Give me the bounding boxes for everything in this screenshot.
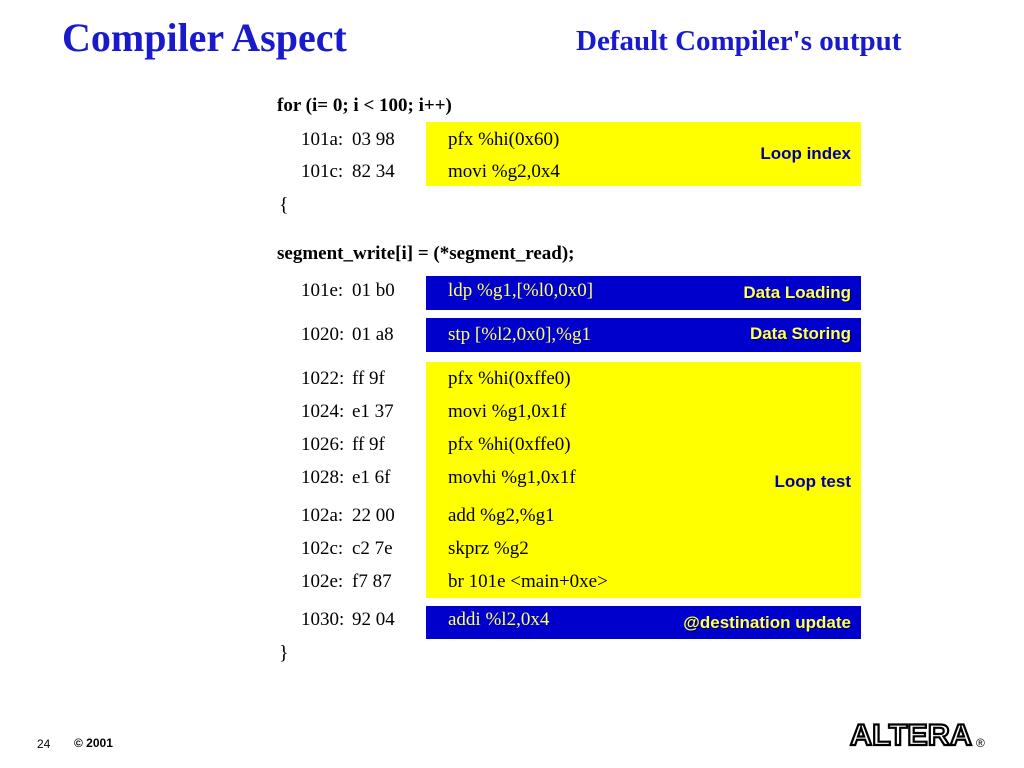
code-row: 101e: 01 b0 ldp %g1,[%l0,0x0] — [0, 278, 1024, 304]
row-instruction: pfx %hi(0xffe0) — [448, 368, 571, 389]
code-row: 1024: e1 37 movi %g1,0x1f — [0, 399, 1024, 425]
row-instruction: pfx %hi(0x60) — [448, 129, 560, 150]
data-loading-label: Data Loading — [743, 283, 851, 302]
destination-update-label: @destination update — [683, 613, 851, 632]
row-instruction: br 101e <main+0xe> — [448, 571, 608, 592]
destination-update-box: @destination update — [426, 606, 861, 639]
row-address: 102a: — [301, 505, 344, 526]
row-address: 1026: — [301, 434, 345, 455]
row-address: 101c: — [301, 161, 344, 182]
row-hex: 01 a8 — [352, 324, 394, 345]
row-instruction: movi %g2,0x4 — [448, 161, 560, 182]
row-address: 1020: — [301, 324, 345, 345]
data-loading-box: Data Loading — [426, 276, 861, 310]
row-address: 1028: — [301, 467, 345, 488]
row-hex: 92 04 — [352, 609, 395, 630]
row-address: 102c: — [301, 538, 344, 559]
code-row: 1020: 01 a8 stp [%l2,0x0],%g1 — [0, 322, 1024, 348]
page-number: 24 — [37, 737, 51, 751]
code-row: 1026: ff 9f pfx %hi(0xffe0) — [0, 432, 1024, 458]
code-row: 102c: c2 7e skprz %g2 — [0, 536, 1024, 562]
row-hex: ff 9f — [352, 368, 385, 389]
code-row: 1030: 92 04 addi %l2,0x4 — [0, 607, 1024, 633]
loop-test-label: Loop test — [774, 472, 852, 491]
open-brace: { — [279, 194, 289, 216]
code-row: 101c: 82 34 movi %g2,0x4 — [0, 159, 1024, 185]
row-hex: 03 98 — [352, 129, 395, 150]
copyright: © 2001 — [74, 736, 113, 750]
row-instruction: movhi %g1,0x1f — [448, 467, 576, 488]
data-storing-label: Data Storing — [749, 324, 851, 343]
loop-test-box: Loop test — [426, 362, 861, 598]
row-hex: c2 7e — [352, 538, 393, 559]
row-address: 101e: — [301, 280, 344, 301]
code-row: 1022: ff 9f pfx %hi(0xffe0) — [0, 366, 1024, 392]
row-instruction: pfx %hi(0xffe0) — [448, 434, 571, 455]
row-address: 1030: — [301, 609, 345, 630]
code-statement: segment_write[i] = (*segment_read); — [277, 243, 575, 264]
row-hex: 22 00 — [352, 505, 395, 526]
code-row: 101a: 03 98 pfx %hi(0x60) — [0, 127, 1024, 153]
row-address: 102e: — [301, 571, 344, 592]
row-instruction: addi %l2,0x4 — [448, 609, 550, 630]
code-for-line: for (i= 0; i < 100; i++) — [277, 95, 452, 116]
row-address: 101a: — [301, 129, 344, 150]
row-instruction: add %g2,%g1 — [448, 505, 555, 526]
row-hex: 82 34 — [352, 161, 395, 182]
row-hex: e1 37 — [352, 401, 394, 422]
row-address: 1024: — [301, 401, 345, 422]
loop-index-label: Loop index — [760, 144, 851, 163]
row-hex: ff 9f — [352, 434, 385, 455]
code-row: 1028: e1 6f movhi %g1,0x1f — [0, 465, 1024, 491]
row-instruction: skprz %g2 — [448, 538, 529, 559]
altera-logo: ALTERA ® — [849, 718, 985, 752]
code-row: 102a: 22 00 add %g2,%g1 — [0, 503, 1024, 529]
row-instruction: stp [%l2,0x0],%g1 — [448, 324, 592, 345]
row-instruction: ldp %g1,[%l0,0x0] — [448, 280, 594, 301]
code-row: 102e: f7 87 br 101e <main+0xe> — [0, 569, 1024, 595]
loop-index-box: Loop index — [426, 122, 861, 186]
data-storing-box: Data Storing — [426, 318, 861, 352]
row-hex: 01 b0 — [352, 280, 395, 301]
registered-mark: ® — [976, 736, 985, 750]
page-subtitle: Default Compiler's output — [576, 25, 902, 57]
row-hex: e1 6f — [352, 467, 391, 488]
altera-logo-text: ALTERA — [850, 719, 972, 752]
page-title: Compiler Aspect — [62, 15, 347, 60]
row-hex: f7 87 — [352, 571, 392, 592]
row-instruction: movi %g1,0x1f — [448, 401, 567, 422]
close-brace: } — [279, 642, 289, 664]
row-address: 1022: — [301, 368, 345, 389]
